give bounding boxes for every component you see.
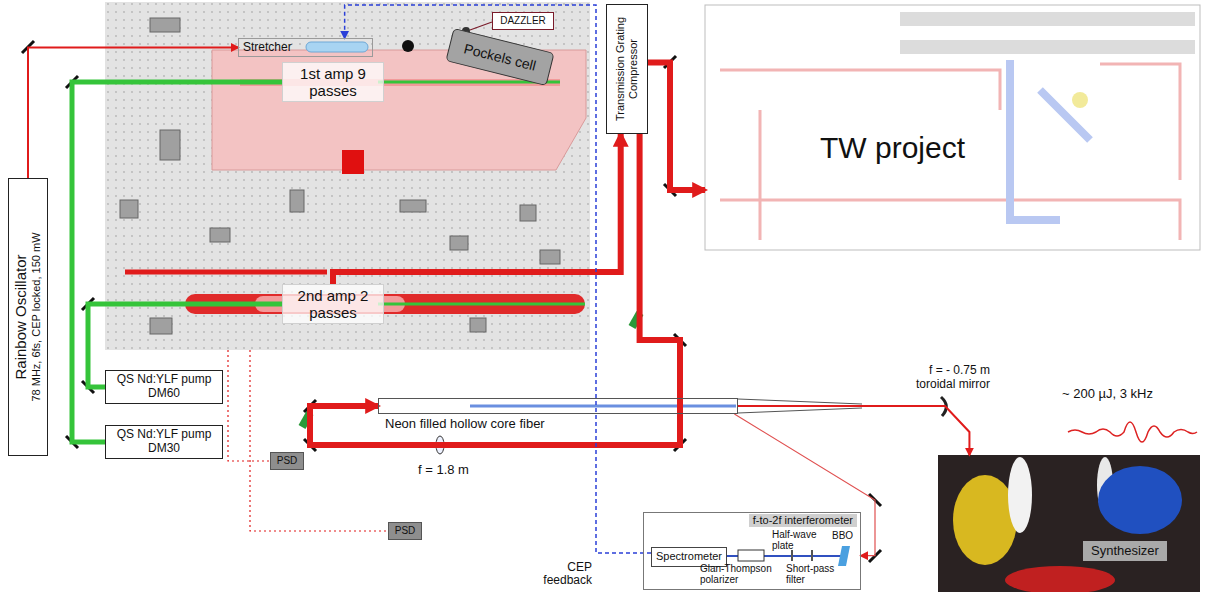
- stretcher-box: Stretcher: [238, 38, 373, 57]
- node-text: Stretcher: [243, 40, 292, 54]
- optic-part: [120, 200, 138, 218]
- psd-detector: PSD: [388, 522, 422, 540]
- optic-part: [520, 205, 536, 221]
- tw-beam: [720, 64, 1180, 240]
- compressor-box: Transmission Grating Compressor: [606, 4, 648, 134]
- tw-optic: [1072, 92, 1088, 108]
- polarizer: [738, 550, 764, 561]
- node-text: Spectrometer: [656, 550, 722, 563]
- tw-blue-beam: [1010, 60, 1090, 220]
- tw-panel: [705, 5, 1200, 250]
- beam-connector: [734, 414, 875, 556]
- annotation-label: BBO: [832, 530, 853, 542]
- optic-part: [540, 250, 560, 264]
- node-text: Synthesizer: [1083, 541, 1167, 561]
- node-text: TW project: [820, 130, 965, 166]
- annotation-label: Half-wave plate: [772, 529, 824, 551]
- tw-compressor-bar: [900, 40, 1195, 54]
- pockels-cell: Pockels cell: [445, 28, 554, 86]
- short-pass-filter: [811, 550, 813, 561]
- pulse-waveform: [1068, 422, 1197, 442]
- bbo-crystal: [838, 546, 850, 566]
- pump-laser-box: QS Nd:YLF pump DM30: [105, 425, 223, 459]
- psd-beam: [228, 350, 270, 461]
- photo-white: [1008, 457, 1032, 533]
- beam-connector: [738, 406, 969, 455]
- optic-part: [160, 130, 180, 160]
- psd-detector: PSD: [270, 452, 304, 470]
- psd-beam: [250, 350, 388, 531]
- fiber-core: [470, 405, 736, 408]
- mirrors: [22, 41, 881, 562]
- output-beam: [125, 270, 327, 275]
- optic-part: [470, 318, 486, 332]
- beam-connector: [345, 5, 651, 553]
- synthesizer-photo: Synthesizer: [938, 455, 1200, 592]
- optical-table: [105, 2, 590, 350]
- photo-blue: [1098, 466, 1182, 534]
- node-text: Pockels cell: [462, 40, 538, 74]
- f-to-2f-box: f-to-2f interferometerSpectrometer: [643, 512, 861, 590]
- tw-compressor-bar: [900, 12, 1195, 26]
- optic-part: [400, 200, 426, 212]
- node-text: Rainbow Oscillator: [12, 254, 30, 379]
- annotation-label: Glan-Thompson polarizer: [700, 563, 782, 585]
- beam-connector: [72, 82, 282, 442]
- dazzler-tag: DAZZLER: [492, 12, 554, 30]
- photo-red: [1005, 566, 1115, 592]
- leader-line: [470, 22, 492, 30]
- half-wave-plate: [791, 550, 793, 561]
- node-text: f-to-2f interferometer: [749, 514, 857, 527]
- optic-part: [150, 18, 180, 32]
- crystal: [342, 150, 364, 174]
- rotated-text-holder: Transmission Grating Compressor: [606, 4, 648, 134]
- optic-parts: [120, 18, 560, 334]
- annotation-label: ~ 200 µJ, 3 kHz: [1062, 386, 1153, 402]
- oscillator-box: Rainbow Oscillator78 MHz, 6fs, CEP locke…: [8, 178, 48, 456]
- optic-part: [450, 236, 468, 250]
- node-text: PSD: [277, 455, 298, 467]
- node-text: 1st amp 9 passes: [283, 65, 383, 100]
- photo-yellow: [953, 475, 1017, 565]
- node-text: 78 MHz, 6fs, CEP locked, 150 mW: [30, 232, 43, 401]
- beam-connector: [648, 63, 705, 190]
- beam-connector: [28, 48, 238, 179]
- node-text: PSD: [395, 525, 416, 537]
- node-text: Transmission Grating Compressor: [614, 4, 639, 134]
- node-text: DAZZLER: [500, 15, 546, 27]
- rotated-text-holder: Rainbow Oscillator78 MHz, 6fs, CEP locke…: [8, 178, 48, 456]
- annotation-label: f = 1.8 m: [418, 462, 469, 478]
- annotation-label: Short-pass filter: [786, 563, 842, 585]
- node-text: QS Nd:YLF pump DM30: [106, 428, 222, 456]
- table-grid: [105, 2, 590, 350]
- annotation-label: f = - 0.75 m toroidal mirror: [896, 364, 990, 392]
- node-text: Neon filled hollow core fiber: [385, 416, 545, 432]
- pump-laser-box: QS Nd:YLF pump DM60: [105, 370, 223, 404]
- optic-part: [290, 190, 304, 212]
- optic-part: [150, 318, 172, 334]
- amplifier-label: 2nd amp 2 passes: [282, 284, 384, 324]
- pump-beam: [378, 303, 585, 306]
- amplifier-label: 1st amp 9 passes: [282, 62, 384, 102]
- annotation-label: CEP feedback: [536, 561, 592, 587]
- node-text: QS Nd:YLF pump DM60: [106, 373, 222, 401]
- optic-part: [210, 228, 230, 242]
- stretcher-rod: [306, 42, 368, 52]
- beam-connector: [333, 134, 621, 284]
- tw-project-panel: TW project: [705, 5, 1200, 250]
- hollow-core-fiber: Neon filled hollow core fiber: [378, 398, 738, 414]
- optic-mount: [402, 40, 414, 52]
- node-text: 2nd amp 2 passes: [283, 287, 383, 322]
